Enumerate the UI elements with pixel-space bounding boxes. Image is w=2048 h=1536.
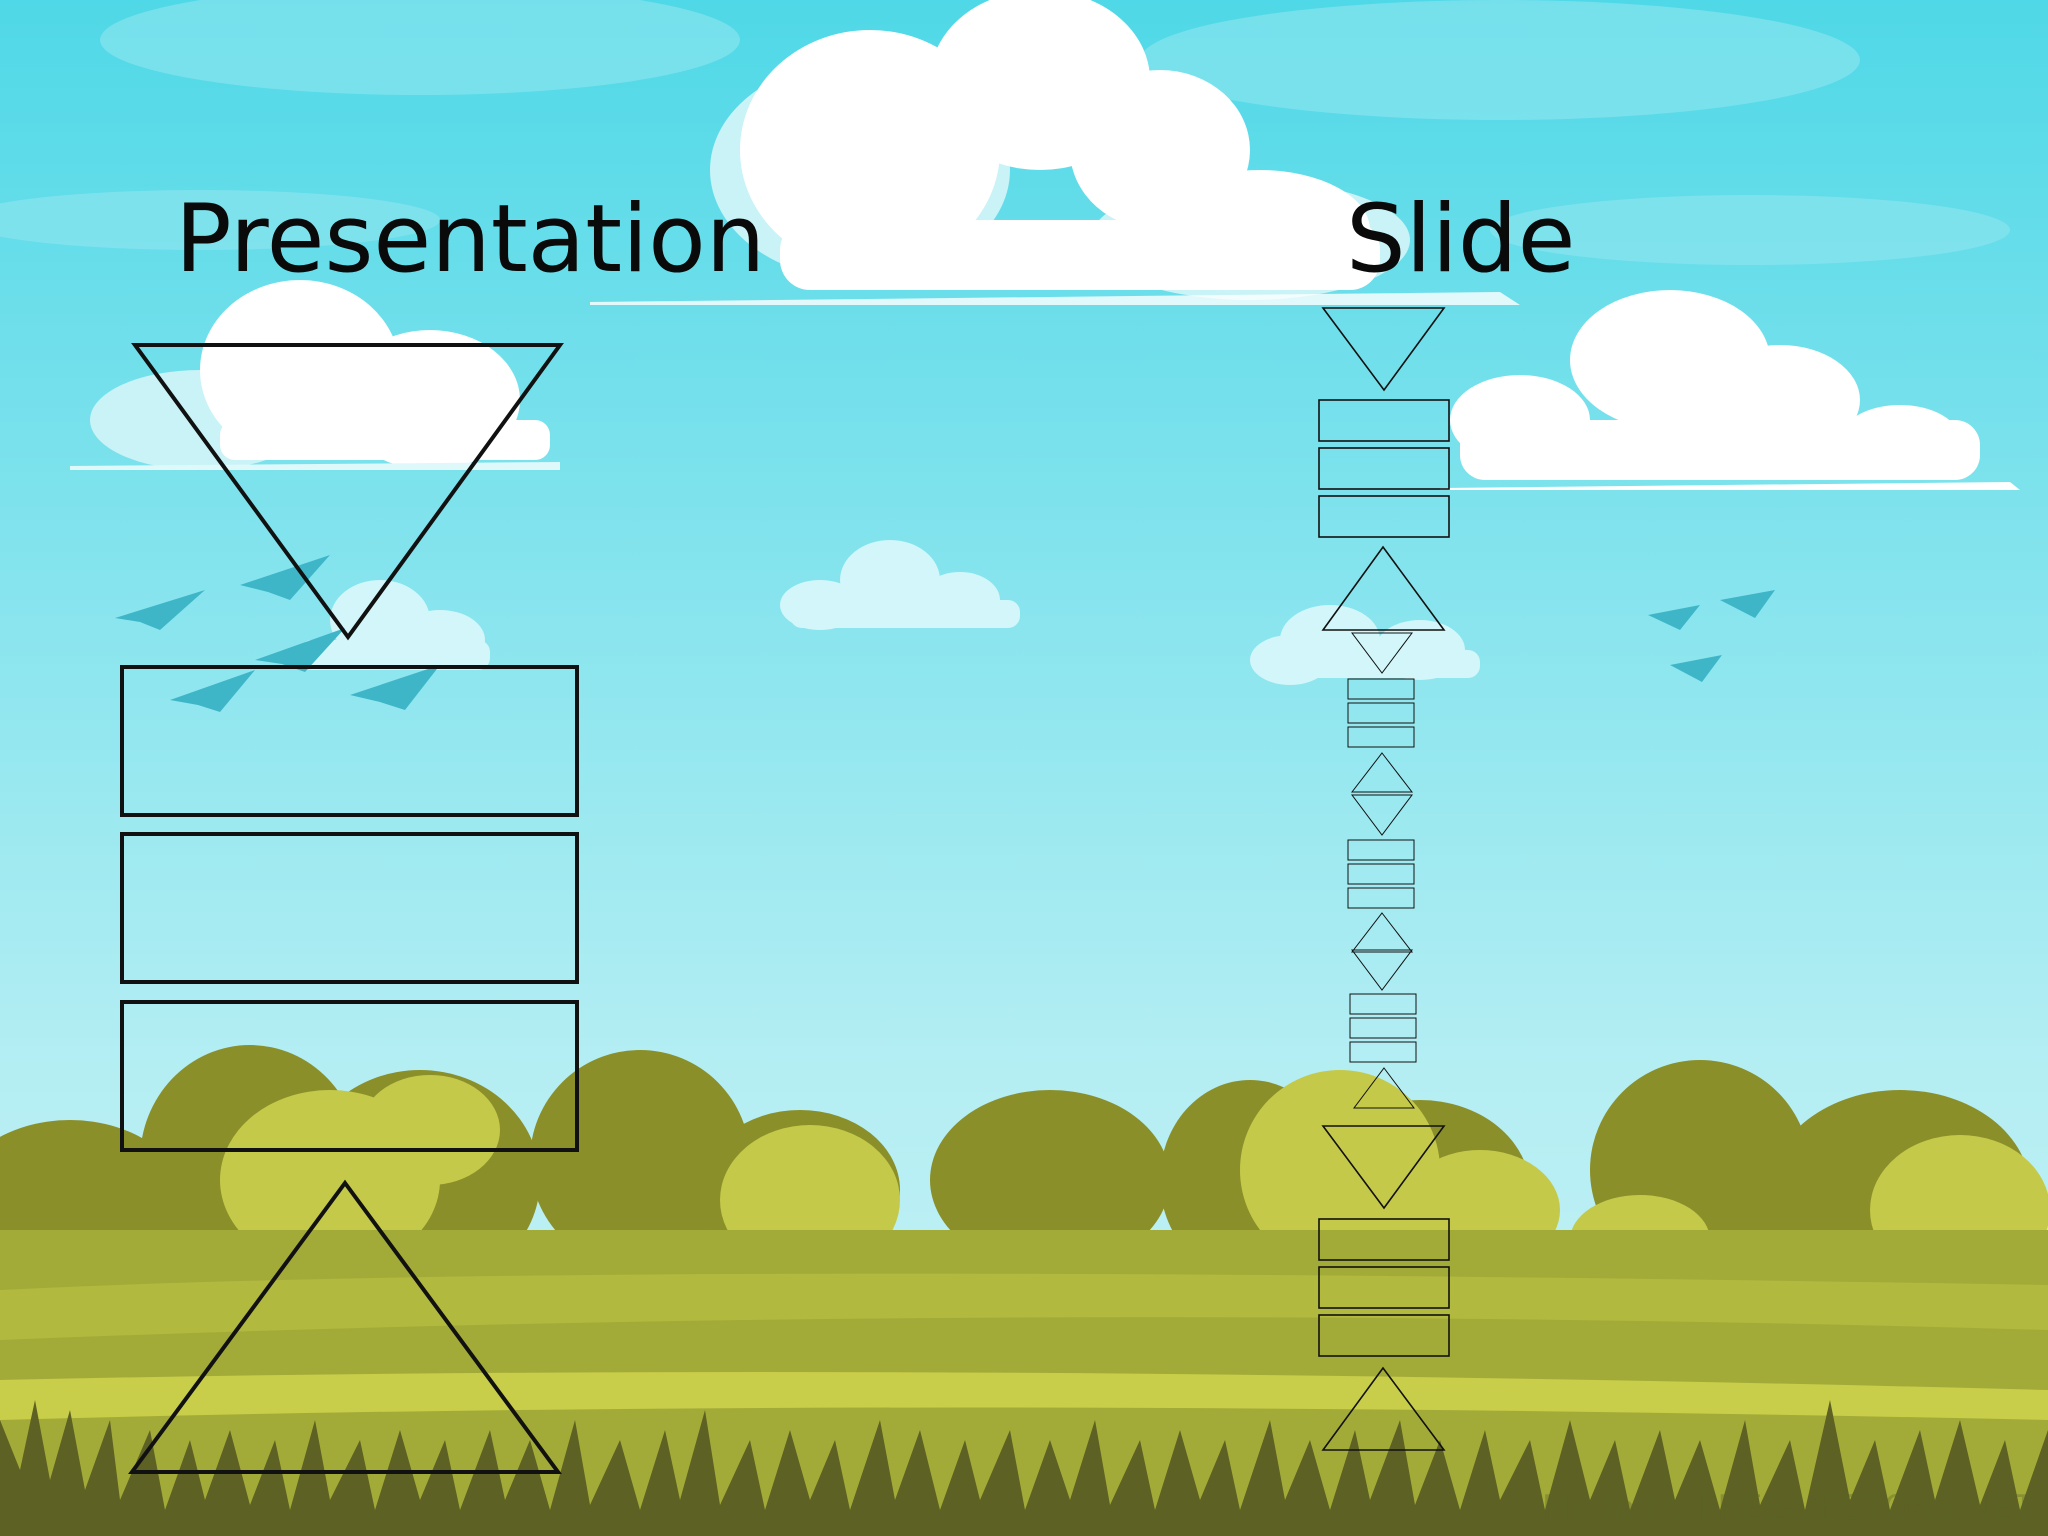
cloud-bands	[0, 0, 2010, 265]
slide-nested-stack	[1347, 632, 1417, 1109]
slide-box-2	[1318, 447, 1450, 490]
cloud-large-icon	[590, 0, 1520, 305]
grass-icon	[0, 1400, 2048, 1536]
slide-up-triangle-top	[1321, 545, 1446, 631]
slide-box-3	[1318, 495, 1450, 538]
presentation-box-2	[120, 832, 579, 984]
title-slide: Slide	[1346, 185, 1576, 294]
title-presentation: Presentation	[175, 185, 766, 294]
cloud-small-right-icon	[1250, 605, 1480, 685]
presentation-box-3	[120, 1000, 579, 1152]
cloud-small-center-icon	[780, 540, 1020, 630]
slide-down-triangle-top	[1321, 307, 1446, 392]
presentation-box-1	[120, 665, 579, 817]
slide-box-5	[1318, 1266, 1450, 1309]
slide-box-6	[1318, 1314, 1450, 1357]
cloud-small-left-icon	[300, 580, 490, 670]
field-band	[0, 1273, 2048, 1340]
slide-down-triangle-bottom	[1321, 1125, 1446, 1210]
slide-structure-icon	[1318, 307, 1450, 1451]
cloud-left-icon	[70, 280, 560, 470]
birds-icon	[115, 555, 1775, 712]
presentation-up-triangle	[128, 1179, 562, 1474]
presentation-down-triangle	[131, 343, 564, 641]
watermark-text: Made by FREE-VECTORS.NET	[1541, 1488, 2034, 1528]
slide-box-1	[1318, 399, 1450, 442]
cloud-right-icon	[1440, 290, 2020, 490]
slide-up-triangle-bottom	[1321, 1366, 1446, 1451]
slide-box-4	[1318, 1218, 1450, 1261]
presentation-structure-icon	[120, 343, 579, 1474]
